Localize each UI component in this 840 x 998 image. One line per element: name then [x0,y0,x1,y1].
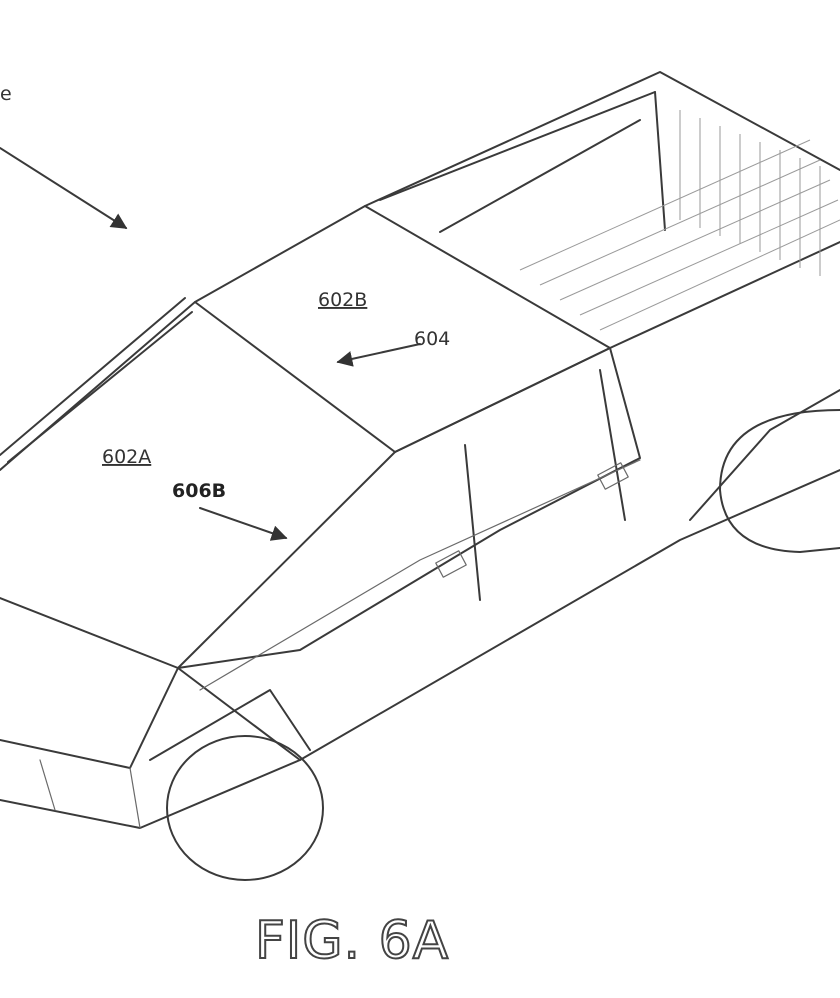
seam-leader-arrow [336,343,421,367]
c-pillar [599,369,626,521]
a-pillar-left [0,297,186,456]
bed-inner-rail [439,119,641,233]
side-window-line [177,347,641,669]
label-602b: 602B [318,289,367,311]
edge-606b-leader-arrow [199,507,288,541]
hood-front-edge [0,667,179,769]
front-wheel [166,735,324,881]
label-606b: 606B [172,480,226,502]
b-pillar [464,444,481,601]
vehicle-body [0,71,840,829]
edge-label: e [0,83,12,105]
bed-left-rail [379,91,656,201]
a-pillar-left-inner [7,311,193,463]
label-604: 604 [414,328,450,350]
edge-leader-arrow [0,147,128,229]
rear-wheel [719,409,840,553]
headlight-left [39,759,56,811]
rear-glass-panel [194,205,611,453]
bed-right-edge [609,241,840,349]
rear-door-handle [597,462,629,490]
rear-fender-flare [689,389,840,521]
front-fender-flare [149,689,311,761]
rocker-line [177,469,840,761]
label-602a: 602A [102,446,151,468]
bed-floor-hatch [519,110,840,331]
bed-top-edge [364,71,840,207]
fascia-corner [129,767,141,829]
front-bumper [0,759,301,829]
tailgate-post [654,91,666,231]
door-belt-line [199,459,641,691]
front-door-handle [435,550,467,578]
figure-title: FIG. 6A [255,911,449,971]
